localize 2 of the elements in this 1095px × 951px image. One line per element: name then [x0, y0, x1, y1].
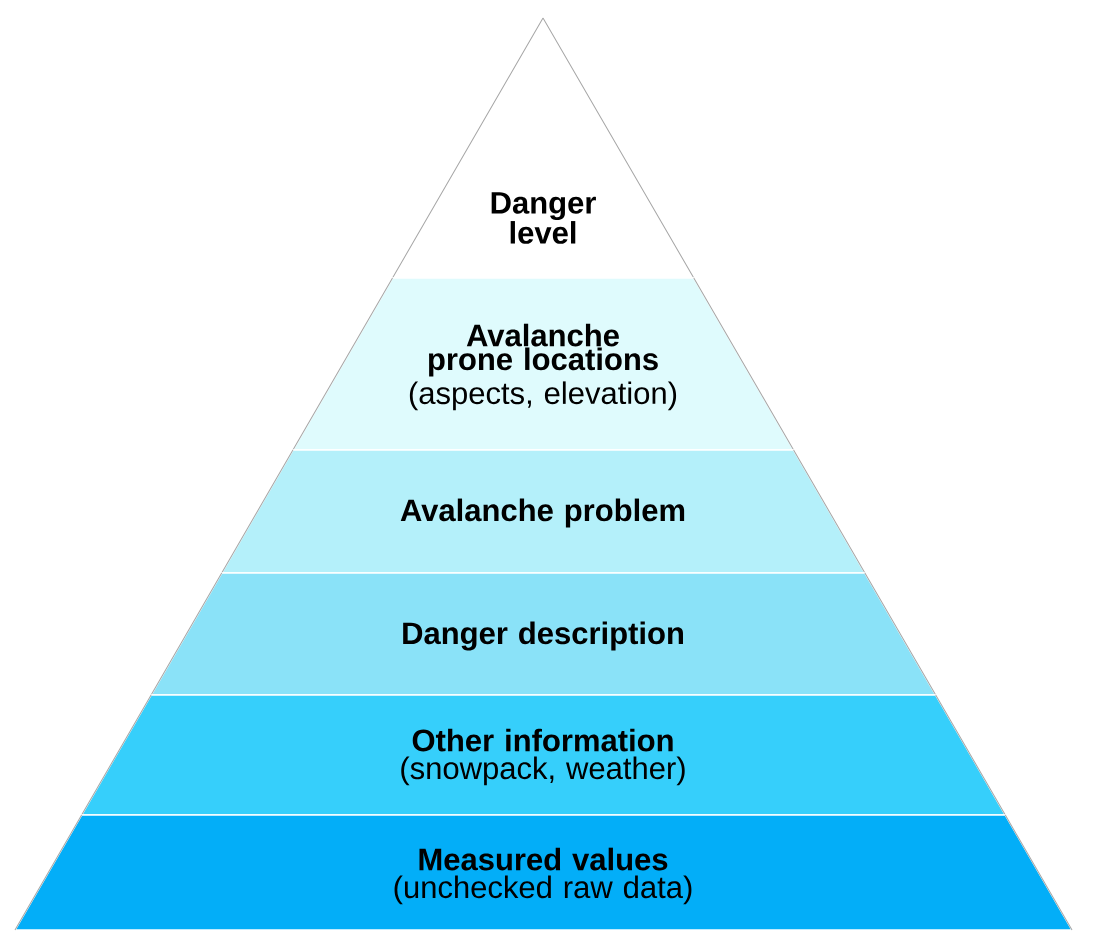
- pyramid-level: Avalanche problem: [220, 449, 867, 574]
- pyramid-level: Other information (snowpack, weather): [80, 694, 1007, 816]
